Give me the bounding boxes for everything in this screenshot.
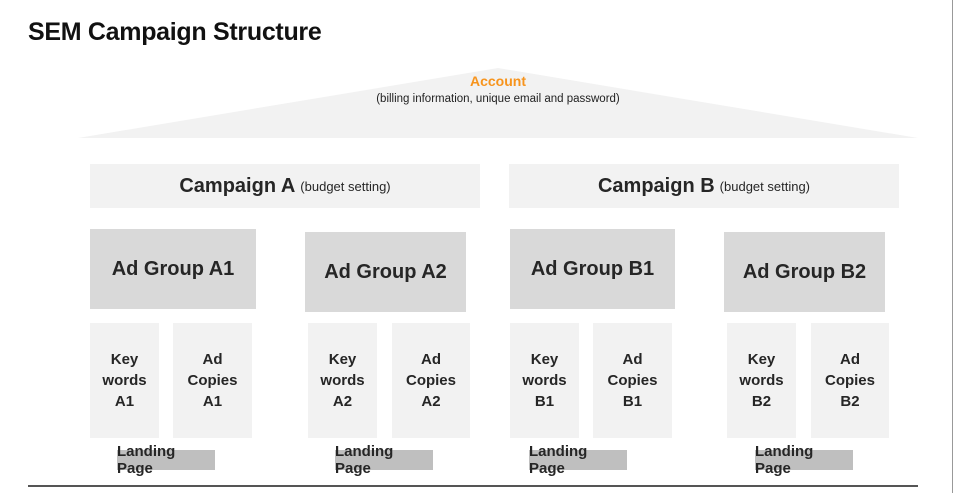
ad-group-a2: Ad Group A2 <box>305 232 466 312</box>
ad-group-a1: Ad Group A1 <box>90 229 256 309</box>
campaign-a: Campaign A (budget setting) <box>90 164 480 208</box>
landing-page-a2: Landing Page <box>335 443 433 477</box>
bottom-divider <box>28 485 918 487</box>
campaign-note: (budget setting) <box>300 178 391 194</box>
keywords-b2: Key words B2 <box>727 323 796 438</box>
ad-copies-a1: Ad Copies A1 <box>173 323 252 438</box>
campaign-name: Campaign A <box>179 174 296 197</box>
landing-page-b1: Landing Page <box>529 443 627 477</box>
ad-copies-b2: Ad Copies B2 <box>811 323 889 438</box>
campaign-name: Campaign B <box>597 174 715 197</box>
campaign-note: (budget setting) <box>719 178 811 194</box>
account-roof-shape <box>78 68 918 138</box>
ad-copies-a2: Ad Copies A2 <box>392 323 470 438</box>
landing-page-a1: Landing Page <box>117 443 215 477</box>
account-label: Account <box>470 73 526 89</box>
page-title: SEM Campaign Structure <box>28 18 322 46</box>
keywords-b1: Key words B1 <box>510 323 579 438</box>
keywords-a2: Key words A2 <box>308 323 377 438</box>
account-description: (billing information, unique email and p… <box>376 93 620 105</box>
ad-group-b2: Ad Group B2 <box>724 232 885 312</box>
keywords-a1: Key words A1 <box>90 323 159 438</box>
ad-group-b1: Ad Group B1 <box>510 229 675 309</box>
landing-page-b2: Landing Page <box>755 443 853 477</box>
campaign-b: Campaign B (budget setting) <box>509 164 899 208</box>
ad-copies-b1: Ad Copies B1 <box>593 323 672 438</box>
right-edge-line <box>952 0 953 493</box>
account-node: Account (billing information, unique ema… <box>348 73 648 107</box>
